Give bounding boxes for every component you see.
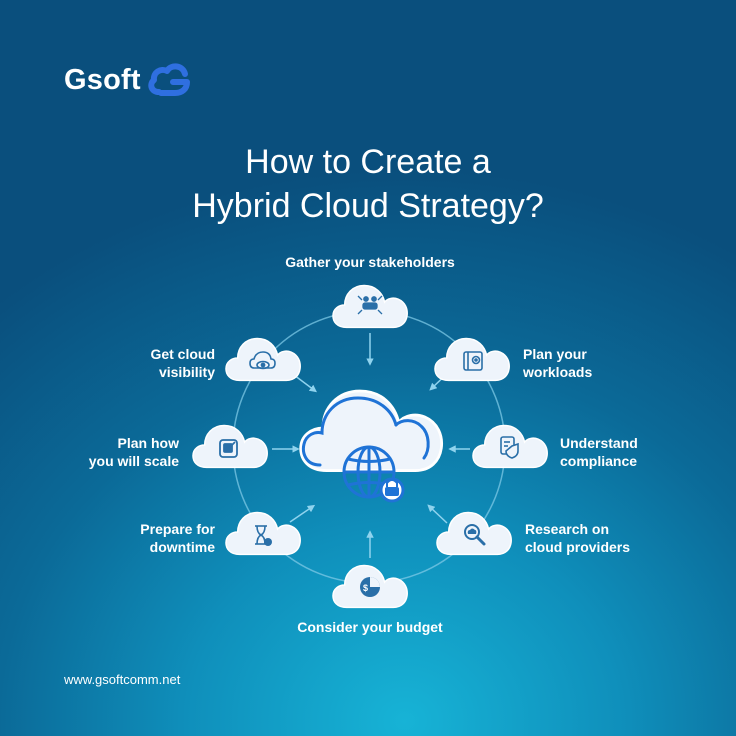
step-label-downtime: Prepare for downtime bbox=[115, 521, 215, 556]
step-cloud-visibility bbox=[225, 337, 301, 382]
step-label-scale: Plan how you will scale bbox=[60, 435, 179, 470]
page-title: How to Create a Hybrid Cloud Strategy? bbox=[0, 140, 736, 228]
label-line: Plan your bbox=[523, 346, 587, 362]
step-label-providers: Research on cloud providers bbox=[525, 521, 630, 556]
step-cloud-scale bbox=[192, 424, 268, 469]
svg-text:$: $ bbox=[363, 583, 368, 593]
step-label-visibility: Get cloud visibility bbox=[115, 346, 215, 381]
label-line: Consider your budget bbox=[297, 619, 443, 635]
step-cloud-workloads bbox=[434, 337, 510, 382]
label-line: you will scale bbox=[88, 452, 179, 469]
label-line: Gather your stakeholders bbox=[285, 254, 455, 270]
label-line: Get cloud bbox=[150, 346, 215, 362]
people-network-icon bbox=[357, 295, 383, 315]
document-shield-icon bbox=[500, 436, 519, 459]
pie-chart-dollar-icon: $ bbox=[360, 577, 380, 597]
label-line: Research on bbox=[525, 521, 610, 537]
step-cloud-downtime bbox=[225, 511, 301, 556]
blueprint-gear-icon bbox=[463, 351, 483, 371]
resize-arrows-icon bbox=[219, 439, 238, 458]
label-line: Plan how bbox=[117, 435, 179, 451]
label-line: cloud providers bbox=[525, 538, 631, 555]
hourglass-alert-icon bbox=[255, 525, 272, 546]
step-label-workloads: Plan your workloads bbox=[523, 346, 592, 381]
cloud-eye-icon bbox=[249, 351, 276, 370]
label-line: workloads bbox=[523, 363, 593, 380]
step-label-stakeholders: Gather your stakeholders bbox=[220, 254, 520, 272]
globe-lock-cloud-icon bbox=[342, 445, 405, 503]
step-label-budget: Consider your budget bbox=[220, 619, 520, 637]
label-line: Understand bbox=[560, 435, 638, 451]
label-line: compliance bbox=[560, 452, 638, 469]
step-label-compliance: Understand compliance bbox=[560, 435, 638, 470]
title-line-2: Hybrid Cloud Strategy? bbox=[192, 187, 544, 225]
step-cloud-providers bbox=[436, 511, 512, 556]
website-url: www.gsoftcomm.net bbox=[64, 672, 181, 687]
step-cloud-compliance bbox=[472, 424, 548, 469]
central-cloud bbox=[299, 389, 444, 472]
step-cloud-stakeholders bbox=[332, 284, 408, 329]
brand: Gsoft bbox=[64, 62, 193, 98]
label-line: Prepare for bbox=[140, 521, 215, 537]
brand-name: Gsoft bbox=[64, 63, 141, 96]
cloud-g-logo-icon bbox=[148, 63, 190, 96]
title-line-1: How to Create a bbox=[245, 143, 491, 181]
label-line: visibility bbox=[158, 363, 215, 380]
step-cloud-budget: $ bbox=[332, 564, 408, 609]
label-line: downtime bbox=[149, 538, 215, 555]
magnifier-cloud-icon bbox=[464, 524, 486, 546]
